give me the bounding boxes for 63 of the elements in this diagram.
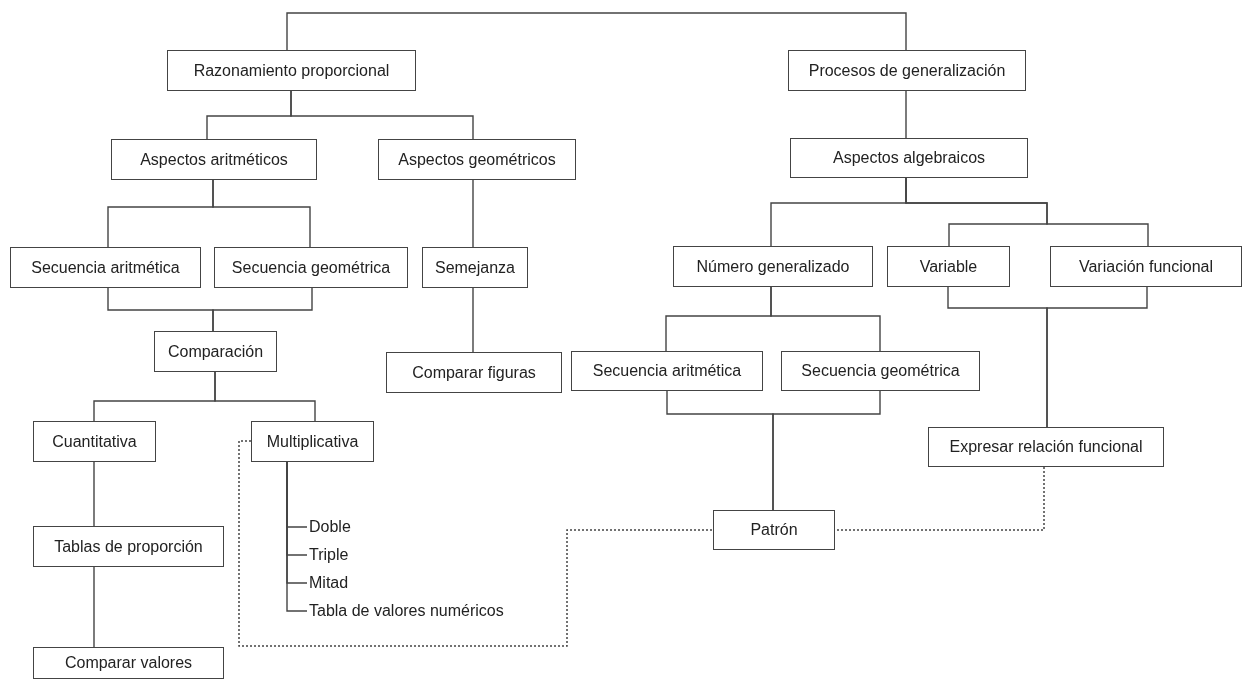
concept-label: Multiplicativa [266, 432, 359, 451]
concept-box [378, 139, 576, 180]
concept-box [111, 139, 317, 180]
concept-box [571, 351, 763, 391]
connector-line [93, 461, 95, 527]
connector-line [93, 566, 95, 648]
concept-box [167, 50, 416, 91]
connector-line [286, 12, 907, 51]
concept-box [10, 247, 201, 288]
concept-label: Número generalizado [696, 257, 850, 276]
concept-label: Mitad [309, 574, 349, 592]
connector-line [212, 287, 313, 332]
concept-box [33, 647, 224, 679]
concept-label: Comparar figuras [412, 363, 536, 382]
concept-label: Razonamiento proporcional [193, 61, 390, 80]
concept-box [713, 510, 835, 550]
concept-label: Tabla de valores numéricos [309, 602, 504, 620]
concept-label: Aspectos aritméticos [140, 150, 288, 169]
connector-line [1046, 286, 1148, 428]
concept-label: Semejanza [434, 258, 515, 277]
concept-label: Comparar valores [64, 654, 193, 672]
concept-box [1050, 246, 1242, 287]
connector-line [472, 179, 474, 248]
concept-label: Expresar relación funcional [949, 438, 1143, 456]
concept-label: Doble [309, 518, 351, 536]
concept-label: Secuencia aritmética [31, 258, 180, 277]
connector-line [212, 179, 311, 248]
concept-box [214, 247, 408, 288]
concept-box [928, 427, 1164, 467]
concept-box [154, 331, 277, 372]
concept-label: Secuencia geométrica [801, 362, 960, 380]
concept-label: Secuencia aritmética [592, 362, 742, 380]
concept-box [386, 352, 562, 393]
connector-line [772, 390, 881, 511]
concept-label: Aspectos geométricos [398, 150, 556, 169]
connector-line [472, 287, 474, 353]
connector-line [286, 461, 308, 612]
concept-label: Comparación [167, 342, 264, 361]
concept-box [790, 138, 1028, 178]
concept-label: Patrón [750, 521, 798, 539]
connector-line [770, 286, 881, 352]
concept-label: Aspectos algebraicos [832, 149, 986, 167]
concept-label: Triple [309, 546, 349, 564]
concept-box [788, 50, 1026, 91]
concept-box [251, 421, 374, 462]
concept-box [33, 421, 156, 462]
connector-line [905, 90, 907, 139]
concept-label: Procesos de generalización [808, 61, 1006, 80]
connector-line [214, 371, 316, 422]
concept-box [33, 526, 224, 567]
concept-box [673, 246, 873, 287]
concept-label: Variable [919, 257, 978, 276]
concept-box [422, 247, 528, 288]
connector-line [905, 177, 1149, 247]
dotted-connector [238, 440, 714, 647]
concept-label: Tablas de proporción [54, 537, 203, 556]
concept-label: Secuencia geométrica [231, 258, 391, 277]
concept-label: Variación funcional [1079, 257, 1213, 276]
concept-box [887, 246, 1010, 287]
connector-line [290, 90, 474, 140]
concept-box [781, 351, 980, 391]
dotted-connector [834, 466, 1045, 531]
concept-label: Cuantitativa [52, 432, 137, 451]
